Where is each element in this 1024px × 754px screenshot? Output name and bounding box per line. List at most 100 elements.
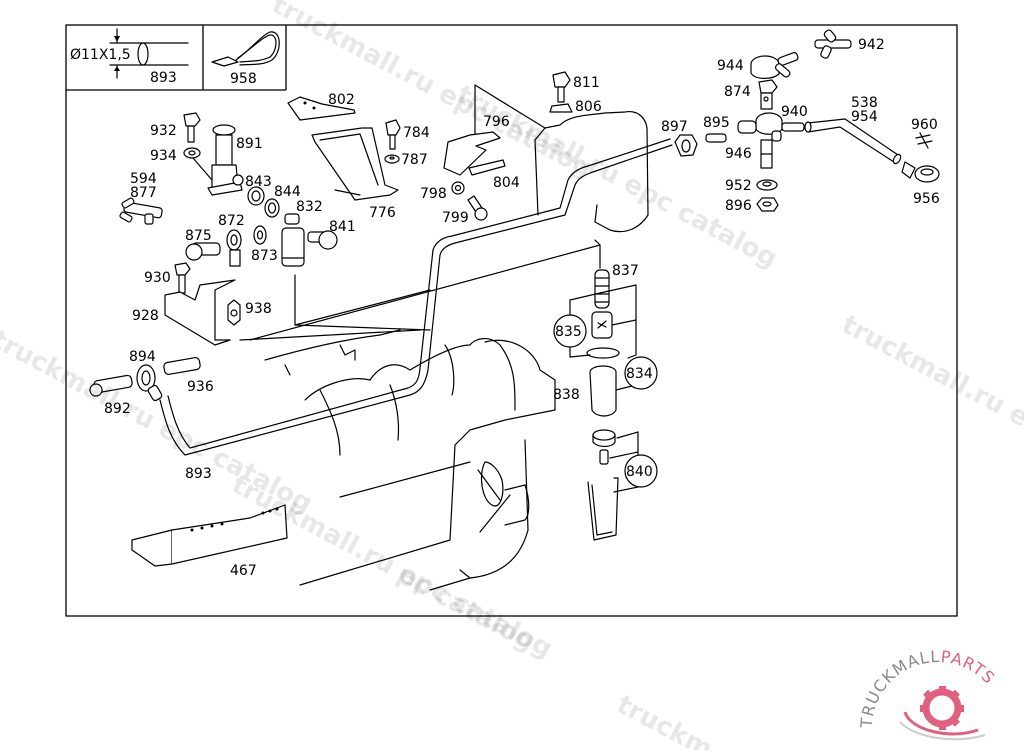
part-938-nut[interactable] (227, 299, 241, 326)
callout-circle-840 (624, 454, 658, 488)
callout-930[interactable]: 930 (144, 270, 171, 286)
circled-callout-840[interactable]: 840 (626, 464, 653, 480)
callout-467[interactable]: 467 (230, 563, 257, 579)
part-952-washer[interactable] (756, 179, 778, 191)
callout-875[interactable]: 875 (185, 228, 212, 244)
part-776-bracket[interactable] (311, 127, 399, 201)
callout-877[interactable]: 877 (130, 185, 157, 201)
callout-954[interactable]: 954 (851, 109, 878, 125)
part-811-bolt[interactable] (552, 71, 571, 103)
part-875-bolt[interactable] (185, 242, 221, 261)
callout-956[interactable]: 956 (913, 191, 940, 207)
callout-891[interactable]: 891 (236, 136, 263, 152)
callout-798[interactable]: 798 (420, 186, 447, 202)
callout-796[interactable]: 796 (483, 114, 510, 130)
callout-802[interactable]: 802 (328, 92, 355, 108)
part-874-banjo-bolt[interactable] (758, 79, 778, 110)
part-944-banjo[interactable] (750, 52, 799, 79)
callout-594[interactable]: 594 (130, 171, 157, 187)
callout-843[interactable]: 843 (245, 174, 272, 190)
part-940-banjo[interactable] (737, 112, 805, 142)
callout-894[interactable]: 894 (129, 349, 156, 365)
callout-942[interactable]: 942 (858, 37, 885, 53)
callout-787[interactable]: 787 (401, 152, 428, 168)
callout-838[interactable]: 838 (553, 387, 580, 403)
callout-893[interactable]: 893 (185, 466, 212, 482)
callout-944[interactable]: 944 (717, 58, 744, 74)
truckmall-parts-logo[interactable]: TRUCKMALLPARTS (857, 647, 999, 741)
part-840-kit[interactable] (587, 429, 619, 541)
svg-text:truckmall.ru e: truckmall.ru e (837, 310, 1024, 434)
callout-932[interactable]: 932 (150, 123, 177, 139)
circled-callout-834[interactable]: 834 (626, 366, 653, 382)
callout-896[interactable]: 896 (725, 198, 752, 214)
part-942-tee[interactable] (814, 29, 852, 59)
part-784-bolt[interactable] (385, 119, 401, 150)
part-936-nipple[interactable] (163, 356, 201, 376)
callout-776[interactable]: 776 (369, 205, 396, 221)
callout-806[interactable]: 806 (575, 99, 602, 115)
callout-832[interactable]: 832 (296, 199, 323, 215)
callout-934[interactable]: 934 (150, 148, 177, 164)
part-930-bolt[interactable] (174, 262, 191, 294)
part-932-bolt[interactable] (183, 112, 201, 143)
part-928-bracket[interactable] (164, 279, 236, 346)
callout-873[interactable]: 873 (251, 248, 278, 264)
part-835-valve[interactable] (591, 311, 613, 339)
callout-538[interactable]: 538 (851, 95, 878, 111)
part-838-cup[interactable] (589, 365, 617, 417)
part-844-seal[interactable] (264, 198, 280, 218)
callout-799[interactable]: 799 (442, 210, 469, 226)
part-804-strip[interactable] (468, 159, 506, 176)
callout-872[interactable]: 872 (218, 213, 245, 229)
hose-spec-icon (109, 28, 189, 79)
callout-841[interactable]: 841 (329, 219, 356, 235)
part-843-fitting[interactable] (247, 186, 265, 206)
part-897-nut[interactable] (674, 134, 698, 157)
inset-legend: Ø11X1,5 893 958 (66, 25, 287, 91)
part-798-washer[interactable] (451, 181, 465, 195)
part-896-nut[interactable] (756, 197, 779, 212)
callout-940[interactable]: 940 (781, 104, 808, 120)
part-872-banjo[interactable] (226, 229, 242, 267)
part-934-washer[interactable] (183, 147, 201, 159)
callout-938[interactable]: 938 (245, 301, 272, 317)
circled-callout-835[interactable]: 835 (555, 324, 582, 340)
part-894-banjo[interactable] (136, 364, 163, 402)
part-538-954-hose[interactable] (804, 118, 902, 165)
hose-spec-label: Ø11X1,5 (70, 47, 131, 63)
part-895-nipple[interactable] (705, 133, 727, 143)
part-892-bolt[interactable] (89, 374, 133, 397)
part-960-clip[interactable] (915, 132, 933, 149)
part-832-filter[interactable] (281, 213, 305, 267)
callout-895[interactable]: 895 (703, 115, 730, 131)
callout-897[interactable]: 897 (661, 119, 688, 135)
part-oring (586, 347, 620, 359)
part-956-banjo[interactable] (901, 161, 940, 183)
callout-844[interactable]: 844 (274, 184, 301, 200)
diagram-frame (65, 24, 958, 617)
part-594-877-tee[interactable] (119, 197, 163, 225)
part-837-spring[interactable] (594, 269, 610, 309)
part-787-washer[interactable] (384, 154, 400, 164)
part-796-bracket[interactable] (443, 131, 501, 176)
part-799-bolt[interactable] (467, 195, 488, 221)
part-806-washer[interactable] (549, 103, 573, 113)
callout-837[interactable]: 837 (612, 263, 639, 279)
part-467-cover[interactable] (131, 504, 288, 567)
callout-946[interactable]: 946 (725, 146, 752, 162)
callout-892[interactable]: 892 (104, 401, 131, 417)
part-802-plate[interactable] (287, 96, 356, 121)
part-946-valve[interactable] (760, 139, 773, 169)
part-891-pump[interactable] (192, 124, 244, 196)
callout-936[interactable]: 936 (187, 379, 214, 395)
callout-811[interactable]: 811 (573, 75, 600, 91)
callout-874[interactable]: 874 (724, 84, 751, 100)
callout-952[interactable]: 952 (725, 178, 752, 194)
callout-960[interactable]: 960 (911, 117, 938, 133)
callout-784[interactable]: 784 (403, 125, 430, 141)
part-873-washer[interactable] (253, 225, 267, 245)
callout-928[interactable]: 928 (132, 308, 159, 324)
callout-804[interactable]: 804 (493, 175, 520, 191)
part-841-bolt[interactable] (307, 230, 338, 250)
